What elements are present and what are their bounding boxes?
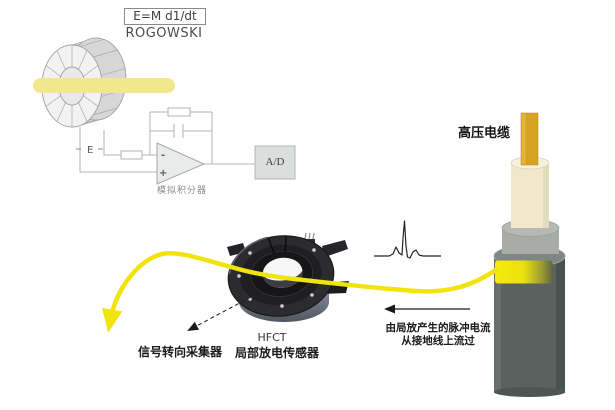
cable-ground-band	[495, 260, 553, 284]
collector-pointer-arrow	[187, 296, 252, 331]
primary-conductor-rod	[33, 78, 175, 93]
signal-collector-label: 信号转向采集器	[137, 345, 222, 359]
hv-cable-graphic	[493, 112, 566, 397]
hv-cable-label: 高压电缆	[458, 126, 511, 141]
adc-box	[254, 145, 296, 180]
cable-insulation	[511, 163, 549, 228]
opamp-icon	[156, 142, 206, 185]
feedback-resistor	[167, 107, 191, 117]
hfct-name-label: HFCT	[257, 331, 287, 344]
pulse-waveform-icon	[374, 220, 441, 259]
analog-integrator-label: 模拟积分器	[156, 186, 207, 196]
coil-output-voltage-label: E	[87, 145, 93, 156]
hfct-description-label: 局部放电传感器	[234, 346, 319, 360]
input-resistor	[120, 150, 143, 160]
rogowski-formula: E=M d1/dt	[124, 8, 206, 25]
integrator-circuit-graphic	[76, 107, 255, 173]
pulse-current-annotation-line1: 由局放产生的脉冲电流	[385, 322, 491, 334]
ground-wire-arrow	[101, 251, 500, 333]
feedback-capacitor	[150, 124, 212, 138]
opamp-minus-label: -	[161, 150, 165, 161]
rogowski-title: ROGOWSKI	[125, 26, 203, 41]
hfct-clamp-tab-top	[322, 240, 348, 257]
pulse-current-annotation-line2: 从接地线上流过	[401, 335, 475, 347]
opamp-plus-label: +	[159, 168, 167, 179]
coil-windings	[42, 45, 102, 127]
hfct-sensor-graphic	[227, 232, 349, 322]
adc-label: A/D	[265, 156, 285, 168]
